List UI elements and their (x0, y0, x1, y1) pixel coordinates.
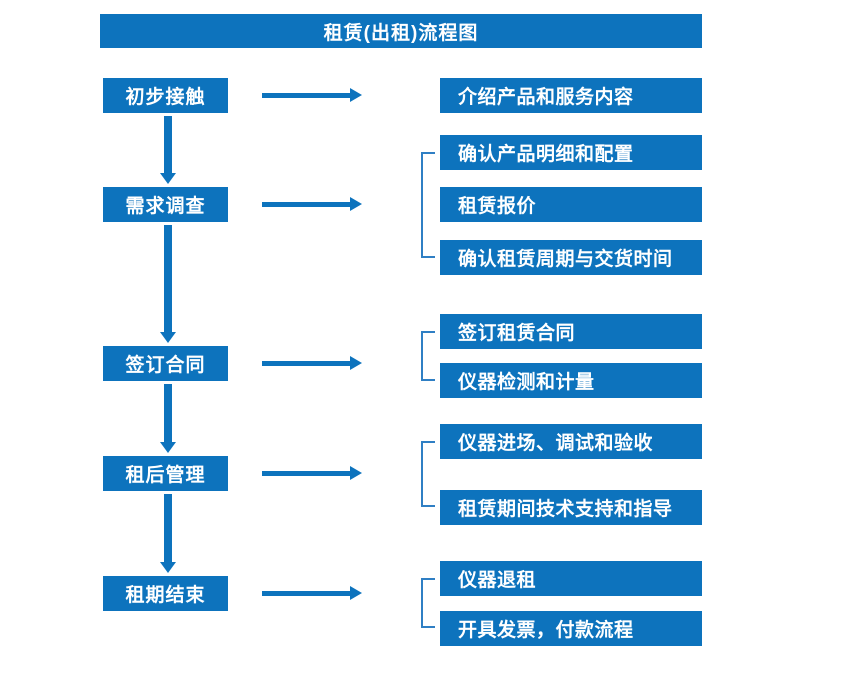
stage-to-task-arrow-3 (262, 356, 362, 370)
group-bracket-1 (421, 152, 435, 258)
task-box-5[interactable]: 签订租赁合同 (440, 314, 702, 349)
task-box-9[interactable]: 仪器退租 (440, 561, 702, 596)
task-box-3[interactable]: 租赁报价 (440, 187, 702, 222)
task-box-2[interactable]: 确认产品明细和配置 (440, 135, 702, 170)
group-bracket-4 (421, 578, 435, 628)
task-box-7[interactable]: 仪器进场、调试和验收 (440, 424, 702, 459)
stage-to-task-arrow-2 (262, 197, 362, 211)
stage-box-3[interactable]: 签订合同 (103, 346, 228, 381)
stage-connector-arrow-4 (160, 494, 176, 573)
stage-to-task-arrow-5 (262, 586, 362, 600)
stage-connector-arrow-2 (160, 225, 176, 343)
group-bracket-2 (421, 331, 435, 381)
stage-connector-arrow-1 (160, 116, 176, 184)
stage-box-4[interactable]: 租后管理 (103, 456, 228, 491)
task-box-8[interactable]: 租赁期间技术支持和指导 (440, 490, 702, 525)
stage-connector-arrow-3 (160, 384, 176, 453)
task-box-4[interactable]: 确认租赁周期与交货时间 (440, 240, 702, 275)
page-title: 租赁(出租)流程图 (100, 14, 702, 48)
stage-box-1[interactable]: 初步接触 (103, 78, 228, 113)
stage-box-2[interactable]: 需求调查 (103, 187, 228, 222)
task-box-6[interactable]: 仪器检测和计量 (440, 363, 702, 398)
stage-to-task-arrow-1 (262, 88, 362, 102)
group-bracket-3 (421, 441, 435, 507)
task-box-10[interactable]: 开具发票，付款流程 (440, 611, 702, 646)
stage-to-task-arrow-4 (262, 466, 362, 480)
task-box-1[interactable]: 介绍产品和服务内容 (440, 78, 702, 113)
stage-box-5[interactable]: 租期结束 (103, 576, 228, 611)
